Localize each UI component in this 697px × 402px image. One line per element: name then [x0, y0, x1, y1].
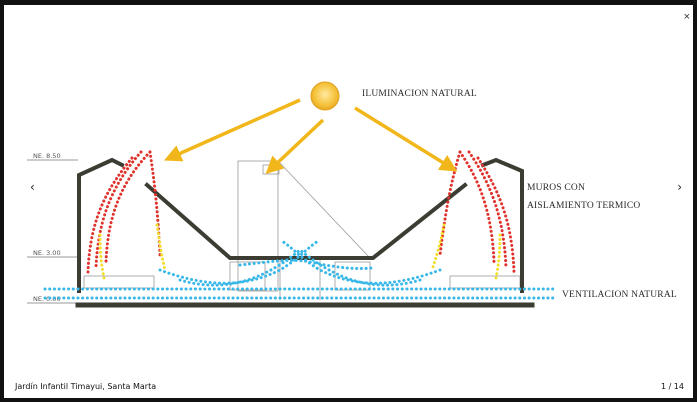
- level-marker-top: NE. 8.50: [27, 152, 78, 161]
- level-label-mid: NE. 3.00: [33, 249, 61, 257]
- previous-image-button[interactable]: ‹: [30, 180, 35, 194]
- label-natural-ventilation: VENTILACION NATURAL: [562, 290, 677, 300]
- level-label-top: NE. 8.50: [33, 152, 61, 160]
- interior-lines: [83, 160, 521, 300]
- label-walls-line2: AISLAMIENTO TERMICO: [527, 201, 641, 211]
- heat-flow-right: [430, 150, 516, 280]
- close-button[interactable]: ×: [683, 11, 690, 23]
- building-section: [75, 157, 535, 308]
- next-image-button[interactable]: ›: [677, 180, 682, 194]
- image-caption: Jardín Infantil Timayui, Santa Marta: [15, 382, 157, 391]
- sun-icon: [310, 81, 340, 111]
- level-label-base: NE. 0.00: [33, 295, 61, 303]
- label-walls-line1: MUROS CON: [527, 183, 585, 193]
- sunlight-arrows: [164, 98, 458, 174]
- heat-flow-left: [86, 150, 167, 280]
- level-marker-base: NE. 0.00: [27, 295, 78, 304]
- level-marker-mid: NE. 3.00: [27, 249, 78, 258]
- label-natural-lighting: ILUMINACION NATURAL: [362, 89, 477, 99]
- image-counter: 1 / 14: [660, 382, 684, 391]
- ventilation-flow: [43, 238, 557, 300]
